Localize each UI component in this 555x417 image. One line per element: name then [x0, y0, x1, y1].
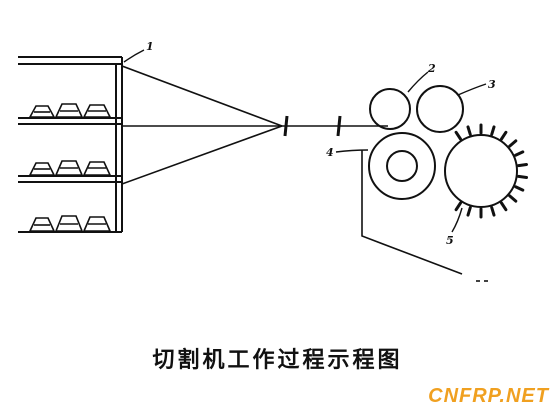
- cutter-blade: [454, 130, 462, 141]
- guide-eyelets: [283, 115, 342, 137]
- diagram-caption: 切割机工作过程示程图: [152, 348, 403, 373]
- roller-2: [369, 88, 411, 130]
- output-chute: [361, 150, 463, 275]
- roving-strands: [121, 65, 388, 185]
- cutter-blade: [508, 139, 518, 148]
- cutter-blade: [466, 206, 472, 217]
- bobbins: [28, 103, 112, 232]
- cutter-blade: [517, 163, 528, 168]
- label-2: 2: [427, 62, 436, 75]
- label-5: 5: [446, 234, 454, 247]
- cutter-blade: [490, 125, 496, 136]
- label-4: 4: [326, 146, 334, 159]
- watermark-logo: CNFRP.NET: [428, 385, 549, 407]
- roller-3: [416, 85, 464, 133]
- feed-roller-outer: [368, 132, 436, 200]
- label-1: 1: [146, 40, 154, 53]
- cutter-blade: [500, 130, 508, 141]
- feed-roller-inner: [386, 150, 418, 182]
- cutter-blade: [500, 201, 508, 212]
- cutter-blade: [490, 206, 496, 217]
- cutter-blade: [508, 194, 518, 203]
- cutter-blade: [514, 150, 525, 157]
- label-3: 3: [488, 78, 496, 91]
- cutter-blades: [454, 123, 528, 219]
- creel-rack: [18, 56, 123, 233]
- cutter-blade: [517, 174, 528, 179]
- cutter-wheel: [444, 134, 518, 208]
- cutter-blade: [466, 125, 472, 136]
- cutter-blade: [514, 185, 525, 192]
- cutter-blade: [454, 201, 462, 212]
